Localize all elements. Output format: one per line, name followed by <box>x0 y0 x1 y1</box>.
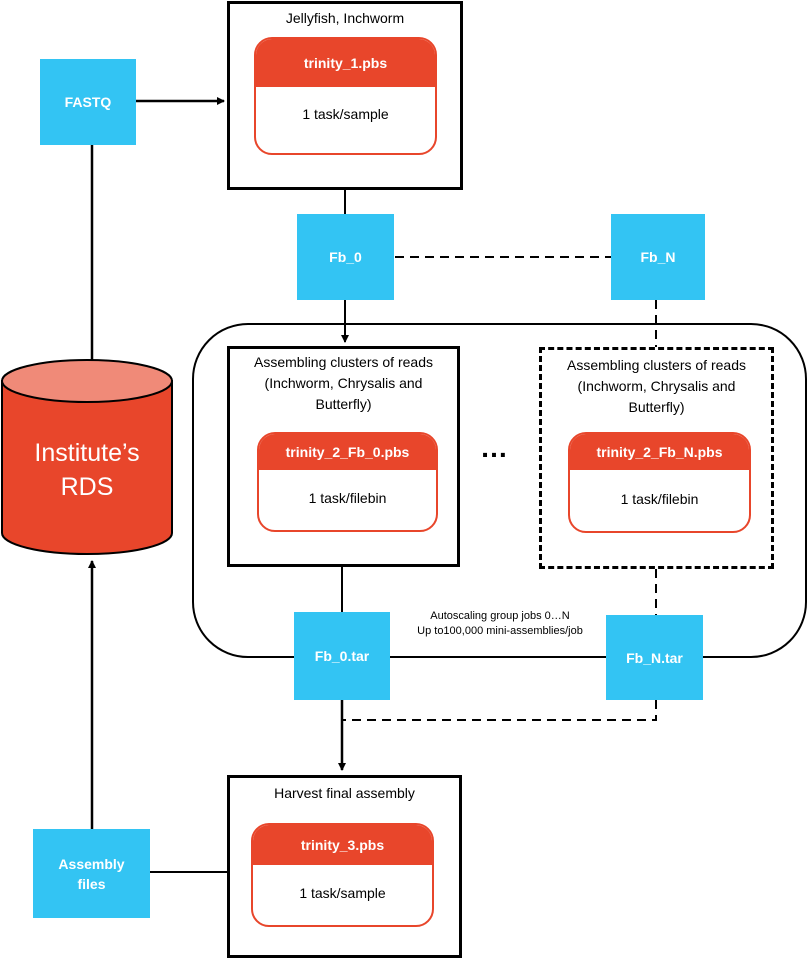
more-filebins-ellipsis: … <box>480 432 511 463</box>
autoscaling-note: Autoscaling group jobs 0…N Up to100,000 … <box>395 609 605 639</box>
stage2-first-job-card: trinity_2_Fb_0.pbs 1 task/filebin <box>257 432 438 532</box>
stage3-box: Harvest final assembly trinity_3.pbs 1 t… <box>227 775 462 958</box>
stage3-job-card: trinity_3.pbs 1 task/sample <box>251 823 434 927</box>
filebin-last-block: Fb_N <box>611 214 705 300</box>
filebin-first-label: Fb_0 <box>329 249 362 265</box>
stage1-title: Jellyfish, Inchworm <box>285 10 405 26</box>
stage2-last-title: Assembling clusters of reads (Inchworm, … <box>567 357 746 415</box>
assembly-files-block: Assembly files <box>33 829 150 918</box>
stage2-last-job-name: trinity_2_Fb_N.pbs <box>570 434 749 470</box>
fastq-file-block: FASTQ <box>40 59 136 145</box>
stage3-task-count: 1 task/sample <box>299 885 386 901</box>
stage2-last-box: Assembling clusters of reads (Inchworm, … <box>539 347 774 569</box>
tarball-first-label: Fb_0.tar <box>314 648 370 664</box>
rds-database-icon <box>1 359 173 555</box>
fbntar-merge-dashed-line <box>342 700 657 721</box>
fastq-label: FASTQ <box>64 94 112 110</box>
autoscaling-note-line2: Up to100,000 mini-assemblies/job <box>417 625 583 637</box>
stage2-first-box: Assembling clusters of reads (Inchworm, … <box>227 346 460 567</box>
tarball-last-block: Fb_N.tar <box>606 615 703 700</box>
filebin-first-block: Fb_0 <box>297 214 394 300</box>
stage2-first-job-name: trinity_2_Fb_0.pbs <box>259 434 436 470</box>
tarball-first-block: Fb_0.tar <box>294 612 390 700</box>
stage3-title: Harvest final assembly <box>274 785 415 801</box>
stage1-job-card: trinity_1.pbs 1 task/sample <box>254 37 437 155</box>
stage1-task-count: 1 task/sample <box>302 106 389 122</box>
autoscaling-note-line1: Autoscaling group jobs 0…N <box>430 610 570 622</box>
stage3-job-name: trinity_3.pbs <box>253 825 432 865</box>
tarball-last-label: Fb_N.tar <box>626 649 683 666</box>
stage1-box: Jellyfish, Inchworm trinity_1.pbs 1 task… <box>227 1 463 190</box>
assembly-files-label: Assembly files <box>58 855 125 892</box>
filebin-last-label: Fb_N <box>640 249 676 265</box>
stage2-first-title: Assembling clusters of reads (Inchworm, … <box>254 354 433 412</box>
stage2-last-task-count: 1 task/filebin <box>620 491 699 507</box>
stage2-first-task-count: 1 task/filebin <box>308 490 387 506</box>
stage1-job-name: trinity_1.pbs <box>256 39 435 87</box>
stage2-last-job-card: trinity_2_Fb_N.pbs 1 task/filebin <box>568 432 751 533</box>
rds-label: Institute’s RDS <box>34 439 140 501</box>
